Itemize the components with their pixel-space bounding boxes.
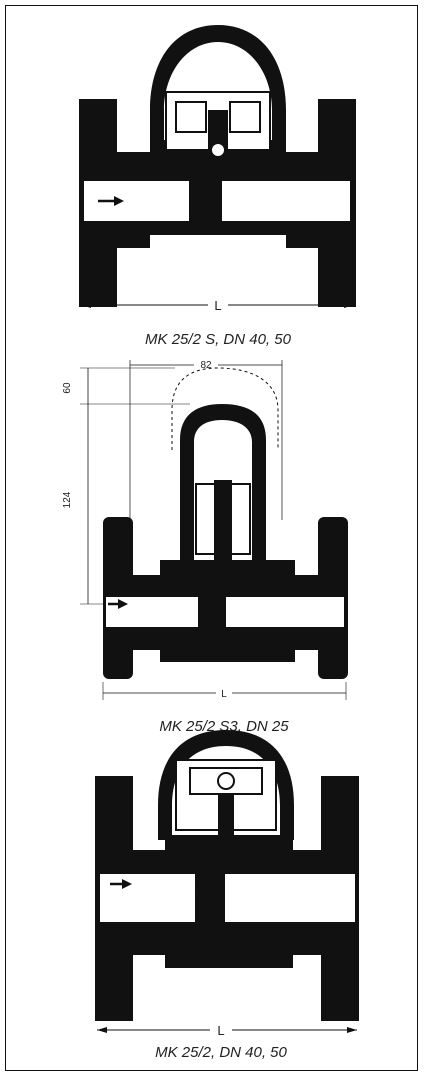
fig1-stem xyxy=(208,110,228,155)
fig2-dim-label: L xyxy=(221,689,227,700)
figure-3-steam-trap: L MK 25/2, DN 40, 50 xyxy=(95,730,359,1061)
fig2-body xyxy=(133,560,318,662)
fig3-flow-arrow-head xyxy=(122,879,132,889)
figure-2-steam-trap: 82 60 124 L MK 25/2 S3, DN 25 xyxy=(62,358,348,735)
fig3-stem xyxy=(218,795,234,860)
fig3-caption: MK 25/2, DN 40, 50 xyxy=(155,1044,287,1061)
figure-1-steam-trap: L MK 25/2 S, DN 40, 50 xyxy=(79,25,356,348)
fig2-dim-top: 60 xyxy=(62,382,73,394)
fig3-bore-right xyxy=(225,874,355,922)
fig3-dim-label: L xyxy=(217,1023,224,1038)
fig2-seat xyxy=(198,585,226,645)
fig3-cover xyxy=(158,730,294,840)
figure-frame xyxy=(5,5,418,1071)
fig1-dim-arrow-right xyxy=(344,302,354,308)
fig2-stem xyxy=(214,480,232,580)
fig3-bore-left xyxy=(100,874,195,922)
fig1-caption: MK 25/2 S, DN 40, 50 xyxy=(145,331,292,348)
fig1-dim-label: L xyxy=(214,298,221,313)
fig2-caption: MK 25/2 S3, DN 25 xyxy=(159,718,289,735)
fig3-capsule xyxy=(189,767,263,795)
fig1-capsule-right xyxy=(229,101,261,133)
fig3-dim-arrow-left xyxy=(97,1027,107,1033)
fig2-dim-gap xyxy=(216,685,232,699)
fig1-capsule-left xyxy=(175,101,207,133)
fig2-cover xyxy=(180,404,266,560)
fig1-flow-arrow-head xyxy=(114,196,124,206)
fig2-bore-right xyxy=(226,597,344,627)
fig3-capsule-center xyxy=(217,772,235,790)
fig1-dim-arrow-left xyxy=(81,302,91,308)
fig2-flow-arrow-head xyxy=(118,599,128,609)
fig3-seat xyxy=(195,860,225,940)
fig2-removal-envelope xyxy=(171,367,279,450)
fig2-dim-height: 124 xyxy=(62,491,73,508)
fig1-bore-right xyxy=(222,181,350,221)
fig1-seat xyxy=(189,170,222,235)
fig3-dim-gap xyxy=(210,1021,232,1037)
fig2-dim-width: 82 xyxy=(200,360,212,371)
fig3-dim-arrow-right xyxy=(347,1027,357,1033)
fig2-dim82-gap xyxy=(194,358,218,370)
fig1-dim-gap xyxy=(208,296,228,312)
fig1-ball xyxy=(210,142,226,158)
fig1-cover xyxy=(150,25,286,152)
